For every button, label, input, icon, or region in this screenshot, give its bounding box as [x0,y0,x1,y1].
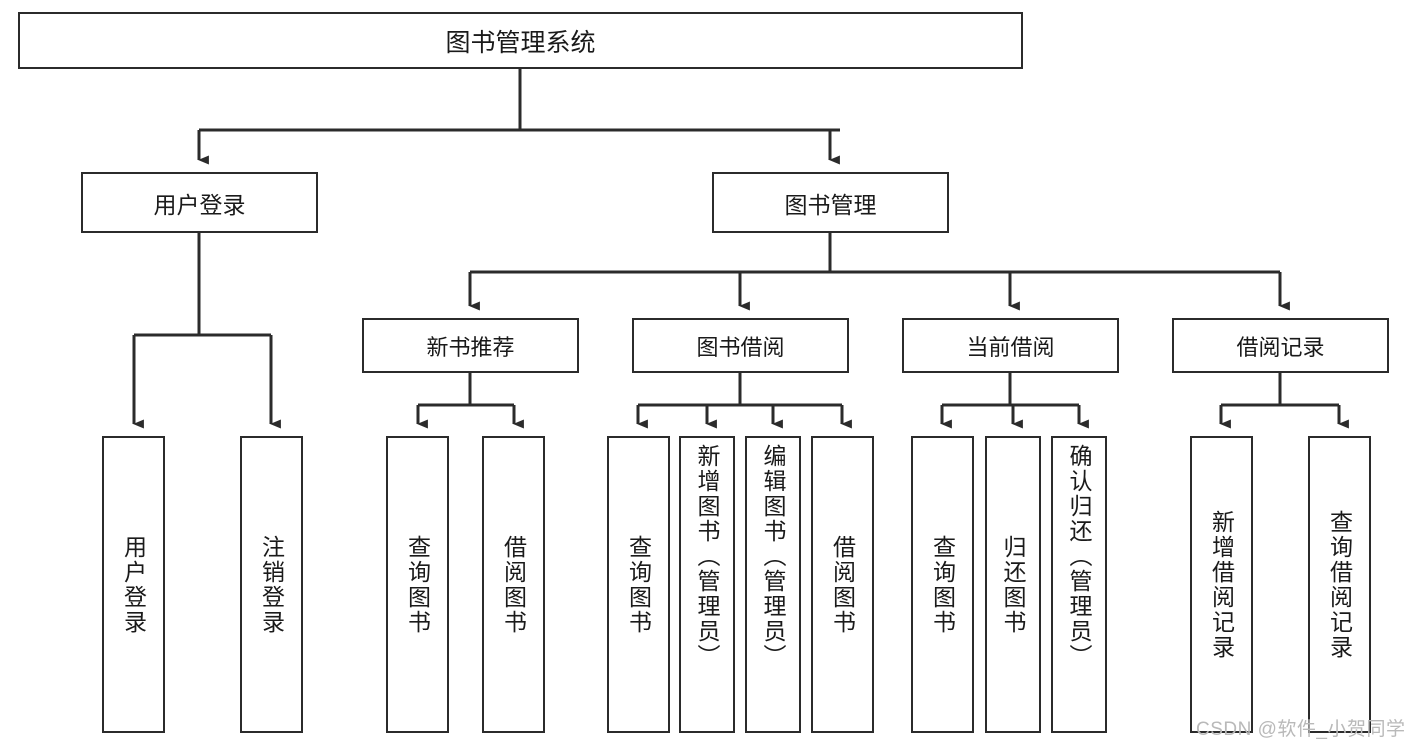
node-leaf-confirm-return[interactable]: 确认归还（管理员） [1051,436,1107,733]
node-book-borrow[interactable]: 图书借阅 [632,318,849,373]
leaf-inner: 注销登录 [242,438,301,731]
node-leaf-add-book[interactable]: 新增图书（管理员） [679,436,735,733]
leaf-inner: 查询图书 [913,438,972,731]
node-borrow-record-label: 借阅记录 [1236,334,1325,360]
leaf-inner: 查询借阅记录 [1310,438,1369,731]
node-leaf-query-book-1-label: 查询图书 [404,534,431,635]
node-leaf-query-book-1[interactable]: 查询图书 [386,436,449,733]
node-user-login-label: 用户登录 [153,191,246,218]
node-book-manage-label: 图书管理 [784,191,877,218]
node-leaf-borrow-book-1[interactable]: 借阅图书 [482,436,545,733]
node-leaf-query-book-2[interactable]: 查询图书 [607,436,670,733]
leaf-inner: 借阅图书 [484,438,543,731]
node-leaf-query-record-label: 查询借阅记录 [1326,509,1353,660]
node-leaf-edit-book-label: 编辑图书（管理员） [760,444,787,669]
leaf-inner: 新增图书（管理员） [681,438,733,737]
node-book-manage[interactable]: 图书管理 [712,172,949,233]
node-leaf-add-record-label: 新增借阅记录 [1208,509,1235,660]
leaf-inner: 查询图书 [388,438,447,731]
node-leaf-borrow-book-2[interactable]: 借阅图书 [811,436,874,733]
node-leaf-return-book[interactable]: 归还图书 [985,436,1041,733]
node-leaf-query-book-3-label: 查询图书 [929,534,956,635]
leaf-inner: 编辑图书（管理员） [747,438,799,737]
node-new-book-recommend-label: 新书推荐 [426,334,515,360]
node-leaf-return-book-label: 归还图书 [1000,534,1027,635]
node-leaf-logout[interactable]: 注销登录 [240,436,303,733]
node-leaf-query-book-2-label: 查询图书 [625,534,652,635]
node-leaf-add-record[interactable]: 新增借阅记录 [1190,436,1253,733]
node-leaf-confirm-return-label: 确认归还（管理员） [1066,444,1093,669]
node-new-book-recommend[interactable]: 新书推荐 [362,318,579,373]
leaf-inner: 借阅图书 [813,438,872,731]
node-leaf-add-book-label: 新增图书（管理员） [694,444,721,669]
node-leaf-query-record[interactable]: 查询借阅记录 [1308,436,1371,733]
node-leaf-user-login[interactable]: 用户登录 [102,436,165,733]
node-leaf-borrow-book-2-label: 借阅图书 [829,534,856,635]
node-leaf-user-login-label: 用户登录 [120,534,147,635]
node-root[interactable]: 图书管理系统 [18,12,1023,69]
node-current-borrow[interactable]: 当前借阅 [902,318,1119,373]
node-user-login[interactable]: 用户登录 [81,172,318,233]
node-root-label: 图书管理系统 [445,28,596,57]
node-borrow-record[interactable]: 借阅记录 [1172,318,1389,373]
leaf-inner: 新增借阅记录 [1192,438,1251,731]
leaf-inner: 确认归还（管理员） [1053,438,1105,737]
node-leaf-borrow-book-1-label: 借阅图书 [500,534,527,635]
node-leaf-edit-book[interactable]: 编辑图书（管理员） [745,436,801,733]
leaf-inner: 用户登录 [104,438,163,731]
node-current-borrow-label: 当前借阅 [966,334,1055,360]
leaf-inner: 查询图书 [609,438,668,731]
node-leaf-logout-label: 注销登录 [258,534,285,635]
node-leaf-query-book-3[interactable]: 查询图书 [911,436,974,733]
leaf-inner: 归还图书 [987,438,1039,731]
node-book-borrow-label: 图书借阅 [696,334,785,360]
csdn-watermark: CSDN @软件_小贺同学 [1196,719,1405,740]
